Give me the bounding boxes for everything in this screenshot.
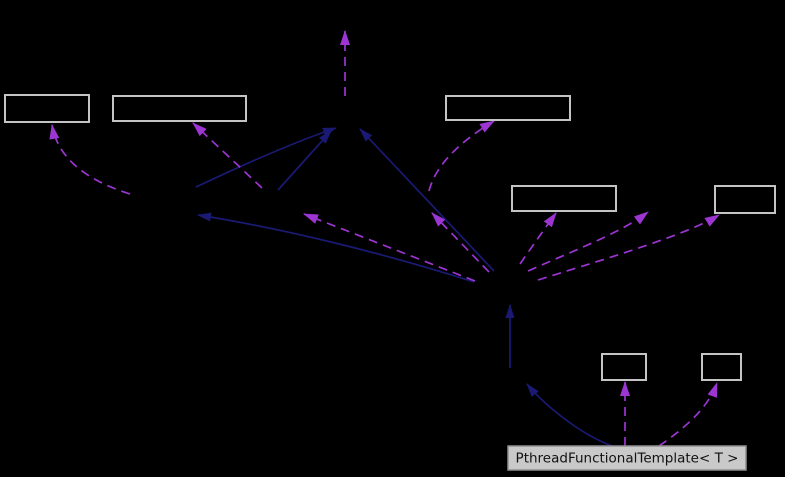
node-upper-right[interactable] [445, 95, 571, 121]
use-to-upper-left-edge [192, 122, 263, 189]
main-class-box [507, 445, 747, 471]
node-lower-right[interactable] [701, 353, 742, 381]
node-far-right[interactable] [714, 185, 776, 214]
usage-edges [49, 30, 720, 447]
class-nodes [4, 94, 776, 381]
use-right-inner-edge [527, 211, 649, 272]
node-lower-mid[interactable] [601, 353, 647, 381]
inherit-from-main-edge [526, 383, 613, 447]
main-class-node: PthreadFunctionalTemplate< T > [507, 445, 747, 471]
main-class-label: PthreadFunctionalTemplate< T > [516, 451, 739, 467]
use-to-mid-right-edge [519, 212, 557, 265]
inherit-long-left-edge [197, 212, 475, 283]
node-mid-right[interactable] [511, 185, 617, 212]
inherit-right-steep-edge [359, 128, 495, 272]
inherit-left-curve-edge [195, 127, 337, 188]
use-to-top-left-edge [49, 124, 131, 195]
node-top-left[interactable] [4, 94, 90, 123]
use-to-upper-right-edge [428, 120, 495, 192]
use-left-short-edge [431, 212, 490, 273]
use-main-curve-edge [658, 382, 718, 447]
use-left-shallow-edge [303, 213, 476, 282]
inherit-left-steep-edge [277, 130, 332, 191]
node-upper-left[interactable] [112, 95, 247, 122]
use-to-far-right-edge [537, 214, 720, 281]
inheritance-edges [195, 127, 613, 447]
